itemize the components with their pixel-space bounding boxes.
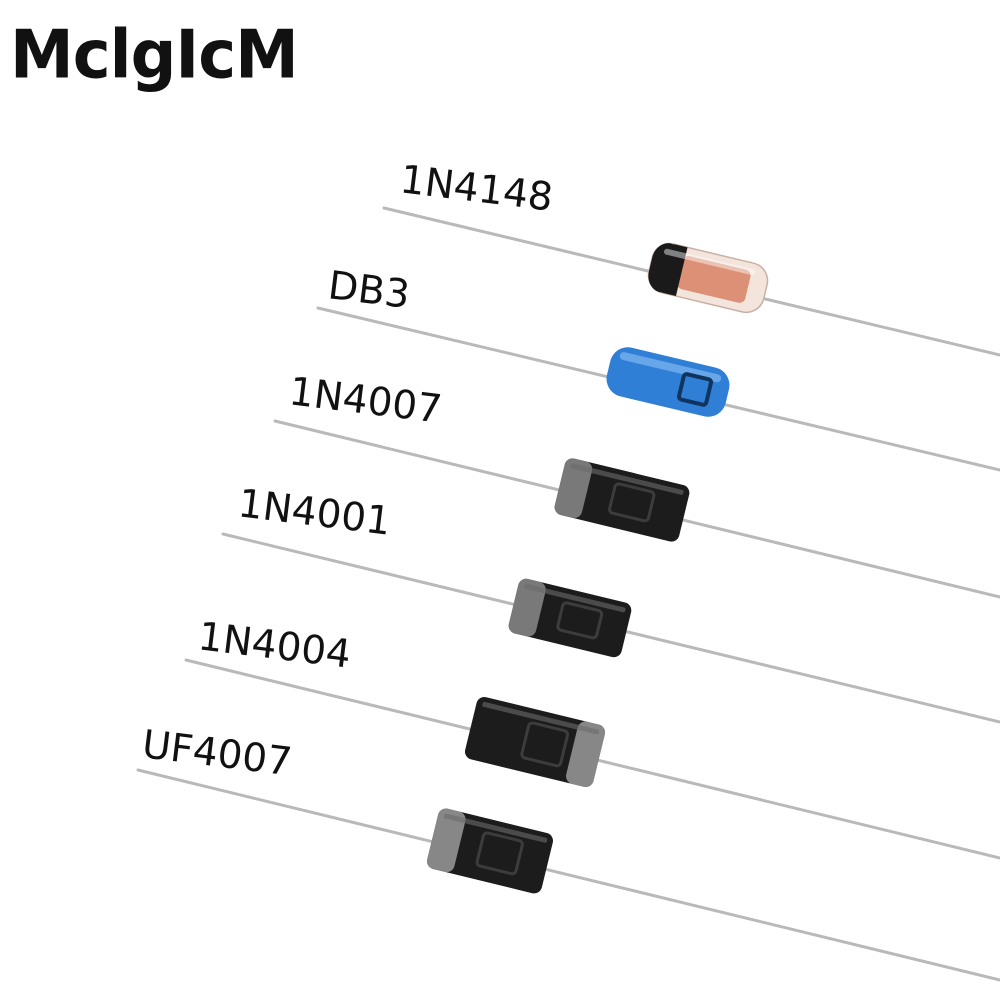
cathode-band (508, 578, 546, 637)
diode-uf4007 (136, 768, 1000, 982)
diode-body (427, 808, 553, 894)
diode-body (508, 578, 632, 658)
diode-1n4007 (273, 419, 1000, 599)
diode-1n4004 (184, 658, 1000, 860)
print-mark (556, 601, 604, 640)
cathode-band-edge (662, 244, 688, 297)
diode-body (464, 696, 606, 788)
diode-body (606, 347, 730, 417)
cathode-band (427, 808, 466, 873)
brand-logo: MclgIcM (10, 16, 299, 95)
cathode-band (566, 721, 606, 788)
glass-highlight (663, 248, 756, 276)
diode-1n4148 (382, 206, 1000, 357)
cathode-band (554, 458, 593, 519)
print-mark (608, 482, 656, 523)
casing-highlight (524, 583, 626, 613)
casing-highlight (482, 701, 600, 735)
casing-highlight (443, 813, 548, 843)
blue-casing (606, 347, 730, 417)
diode-1n4001 (221, 532, 1000, 724)
casing-highlight (570, 463, 684, 495)
diode-db3 (316, 306, 1000, 472)
print-mark (676, 372, 714, 407)
diode-lead (136, 768, 1000, 982)
diode-body (647, 242, 769, 314)
glass-core (677, 255, 751, 303)
print-mark (475, 831, 524, 876)
diode-body (554, 458, 690, 542)
print-mark (520, 721, 570, 768)
